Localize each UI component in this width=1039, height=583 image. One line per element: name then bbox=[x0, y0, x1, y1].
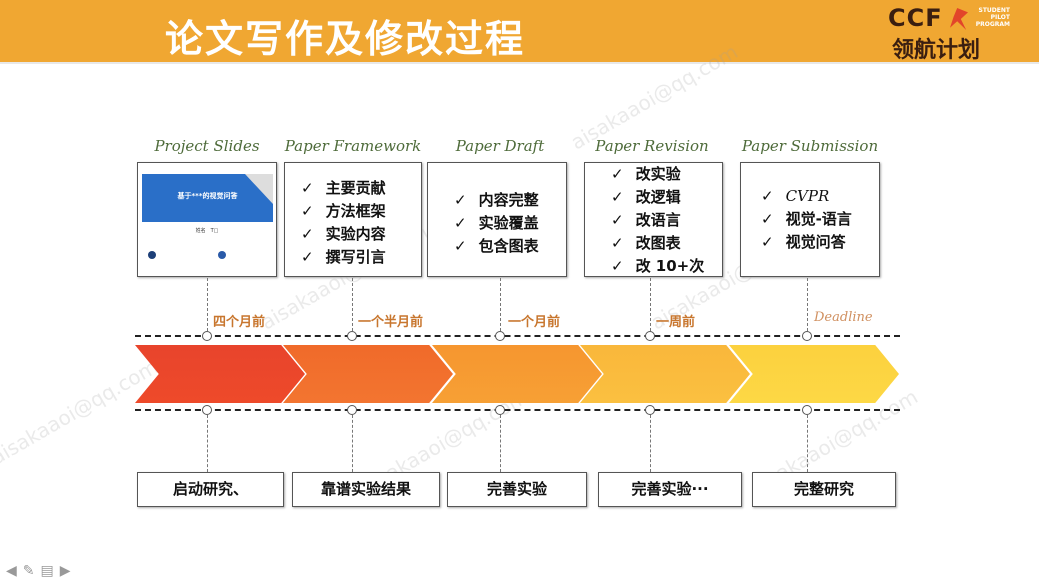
slide-thumb-subtitle: 姓名 T□ bbox=[195, 228, 219, 234]
slide-title: 论文写作及修改过程 bbox=[165, 17, 526, 61]
checklist-item: ✓撰写引言 bbox=[301, 248, 386, 266]
connector-line bbox=[500, 415, 501, 472]
phase-title: Project Slides bbox=[154, 137, 260, 155]
slide-banner: 基于***的视觉问答 bbox=[142, 174, 273, 222]
project-slide-thumbnail: 基于***的视觉问答 姓名 T□ bbox=[137, 162, 277, 277]
timeline-bottom-line bbox=[135, 409, 900, 411]
connector-line bbox=[207, 415, 208, 472]
submission-card: ✓CVPR ✓视觉-语言 ✓视觉问答 bbox=[740, 162, 880, 277]
timing-label: 一个半月前 bbox=[358, 315, 424, 330]
connector-line bbox=[352, 278, 353, 336]
connector-line bbox=[207, 278, 208, 336]
logo-text: CCF bbox=[888, 4, 943, 32]
timing-label: 一周前 bbox=[656, 315, 696, 330]
timing-label: 一个月前 bbox=[508, 315, 561, 330]
chevron-stage-3 bbox=[432, 345, 602, 403]
chevron-stage-4 bbox=[580, 345, 750, 403]
result-box: 完善实验 bbox=[447, 472, 587, 507]
slide-header: 论文写作及修改过程 CCF STUDENT PILOT PROGRAM 领航计划 bbox=[0, 0, 1039, 64]
checklist-item: ✓主要贡献 bbox=[301, 179, 386, 197]
checklist-item: ✓改 10+次 bbox=[611, 257, 705, 275]
chevron-stage-5 bbox=[729, 345, 899, 403]
checklist-item: ✓CVPR bbox=[761, 187, 830, 205]
result-box: 完整研究 bbox=[752, 472, 896, 507]
logo-tagline: STUDENT PILOT PROGRAM bbox=[975, 7, 1010, 28]
ccf-logo: CCF STUDENT PILOT PROGRAM 领航计划 bbox=[888, 4, 1018, 63]
checklist-item: ✓包含图表 bbox=[454, 237, 539, 255]
previous-slide-icon[interactable]: ◀ bbox=[6, 563, 17, 579]
timing-label: Deadline bbox=[814, 310, 873, 325]
result-box: 靠谱实验结果 bbox=[292, 472, 440, 507]
connector-line bbox=[807, 415, 808, 472]
timeline-node bbox=[347, 405, 357, 415]
result-box: 启动研究、 bbox=[137, 472, 284, 507]
timeline-top-line bbox=[135, 335, 900, 337]
university-logo-icon bbox=[148, 251, 156, 259]
timeline-node bbox=[202, 331, 212, 341]
connector-line bbox=[650, 415, 651, 472]
slide-thumb-title: 基于***的视觉问答 bbox=[177, 192, 238, 200]
connector-line bbox=[650, 278, 651, 336]
next-slide-icon[interactable]: ▶ bbox=[59, 563, 71, 579]
checklist-item: ✓视觉-语言 bbox=[761, 210, 852, 228]
checklist-item: ✓内容完整 bbox=[454, 191, 539, 209]
timeline-node bbox=[645, 405, 655, 415]
timeline-node bbox=[802, 405, 812, 415]
timeline-node bbox=[495, 405, 505, 415]
timeline-node bbox=[202, 405, 212, 415]
university-logo-icon bbox=[218, 251, 226, 259]
checklist-item: ✓改图表 bbox=[611, 234, 681, 252]
chevron-stage-2 bbox=[283, 345, 453, 403]
pen-icon[interactable]: ✎ bbox=[22, 563, 35, 579]
phase-title: Paper Revision bbox=[595, 137, 709, 155]
checklist-item: ✓改语言 bbox=[611, 211, 681, 229]
phase-title: Paper Submission bbox=[741, 137, 879, 155]
logo-cn-text: 领航计划 bbox=[892, 38, 981, 63]
checklist-item: ✓视觉问答 bbox=[761, 233, 846, 251]
slideshow-controls: ◀ ✎ ▤ ▶ bbox=[6, 563, 71, 579]
connector-line bbox=[352, 415, 353, 472]
timeline-node bbox=[645, 331, 655, 341]
checklist-item: ✓改实验 bbox=[611, 165, 681, 183]
timing-label: 四个月前 bbox=[213, 315, 266, 330]
result-box: 完善实验··· bbox=[598, 472, 742, 507]
connector-line bbox=[500, 278, 501, 336]
draft-card: ✓内容完整 ✓实验覆盖 ✓包含图表 bbox=[427, 162, 567, 277]
timeline-node bbox=[495, 331, 505, 341]
connector-line bbox=[807, 278, 808, 336]
framework-card: ✓主要贡献 ✓方法框架 ✓实验内容 ✓撰写引言 bbox=[284, 162, 422, 277]
checklist-item: ✓实验内容 bbox=[301, 225, 386, 243]
timeline-node bbox=[347, 331, 357, 341]
checklist-item: ✓方法框架 bbox=[301, 202, 386, 220]
watermark: aisakaaoi@qq.com bbox=[0, 354, 162, 470]
chevron-stage-1 bbox=[135, 345, 305, 403]
checklist-item: ✓改逻辑 bbox=[611, 188, 681, 206]
phase-title: Paper Draft bbox=[455, 137, 545, 155]
revision-card: ✓改实验 ✓改逻辑 ✓改语言 ✓改图表 ✓改 10+次 bbox=[584, 162, 723, 277]
phase-title: Paper Framework bbox=[284, 137, 422, 155]
menu-icon[interactable]: ▤ bbox=[40, 563, 54, 579]
timeline-node bbox=[802, 331, 812, 341]
checklist-item: ✓实验覆盖 bbox=[454, 214, 539, 232]
runner-icon bbox=[950, 8, 968, 30]
